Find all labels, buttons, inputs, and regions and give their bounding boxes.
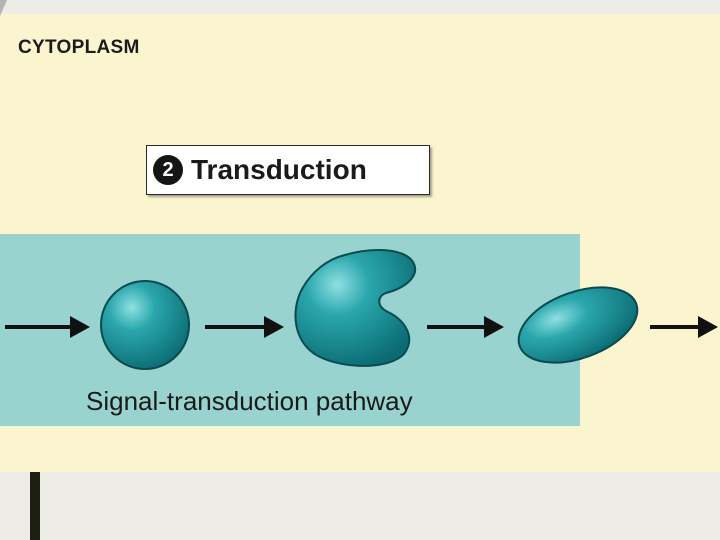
arrow-4-head (698, 316, 718, 338)
arrow-2-head (264, 316, 284, 338)
molecule-sphere (100, 280, 190, 370)
corner-mark (0, 0, 7, 16)
cytoplasm-label: CYTOPLASM (18, 37, 140, 58)
arrow-3-head (484, 316, 504, 338)
bottom-bar (30, 472, 40, 540)
step-label-box: 2 Transduction (146, 145, 430, 195)
molecule-notched (294, 249, 416, 367)
molecule-oval (517, 286, 639, 364)
step-title: Transduction (191, 154, 367, 185)
arrow-1-head (70, 316, 90, 338)
pathway-box (0, 234, 580, 426)
pathway-label: Signal-transduction pathway (86, 386, 413, 416)
step-number-badge: 2 (153, 155, 183, 185)
